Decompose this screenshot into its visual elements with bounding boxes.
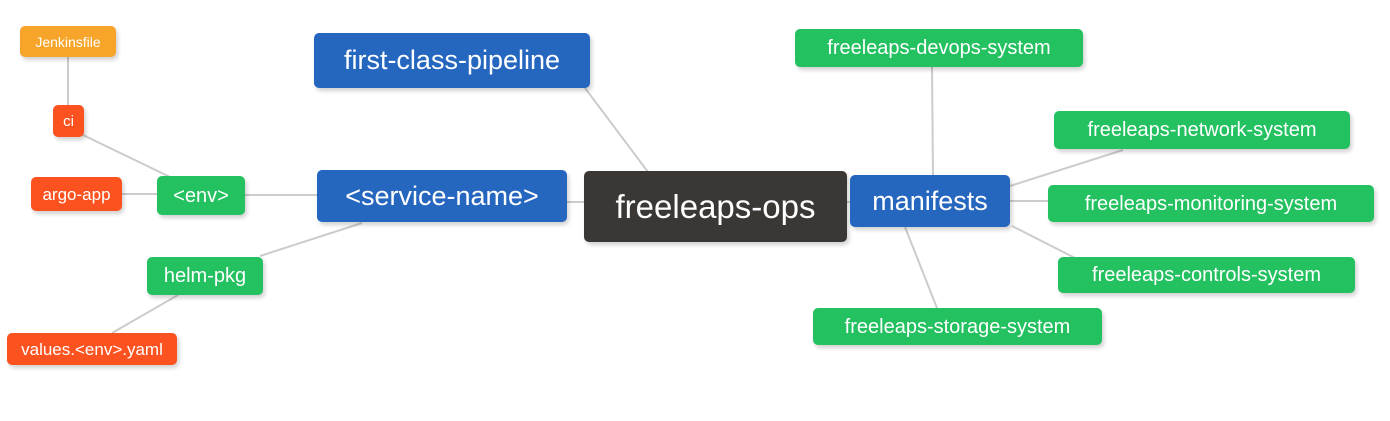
edge-manifests-storage — [904, 226, 938, 309]
edge-manifests-devops — [931, 66, 934, 176]
node-service-name[interactable]: <service-name> — [317, 170, 567, 222]
node-ci[interactable]: ci — [53, 105, 84, 137]
node-freeleaps-ops[interactable]: freeleaps-ops — [584, 171, 847, 242]
edge-ci-env — [82, 134, 171, 178]
edge-manifests-network — [1009, 149, 1124, 187]
node-argo-app[interactable]: argo-app — [31, 177, 122, 211]
node-freeleaps-network-system[interactable]: freeleaps-network-system — [1054, 111, 1350, 149]
node-manifests[interactable]: manifests — [850, 175, 1010, 227]
edge-manifests-controls — [1011, 225, 1076, 259]
edge-helm-pkg-service-name — [259, 222, 363, 257]
edge-values-helm-pkg — [111, 294, 179, 334]
node-jenkinsfile[interactable]: Jenkinsfile — [20, 26, 116, 57]
node-freeleaps-monitoring-system[interactable]: freeleaps-monitoring-system — [1048, 185, 1374, 222]
node-freeleaps-controls-system[interactable]: freeleaps-controls-system — [1058, 257, 1355, 293]
node-values-env-yaml[interactable]: values.<env>.yaml — [7, 333, 177, 365]
edge-pipeline-ops — [584, 87, 649, 173]
node-freeleaps-storage-system[interactable]: freeleaps-storage-system — [813, 308, 1102, 345]
node-env[interactable]: <env> — [157, 176, 245, 215]
node-freeleaps-devops-system[interactable]: freeleaps-devops-system — [795, 29, 1083, 67]
node-first-class-pipeline[interactable]: first-class-pipeline — [314, 33, 590, 88]
node-helm-pkg[interactable]: helm-pkg — [147, 257, 263, 295]
